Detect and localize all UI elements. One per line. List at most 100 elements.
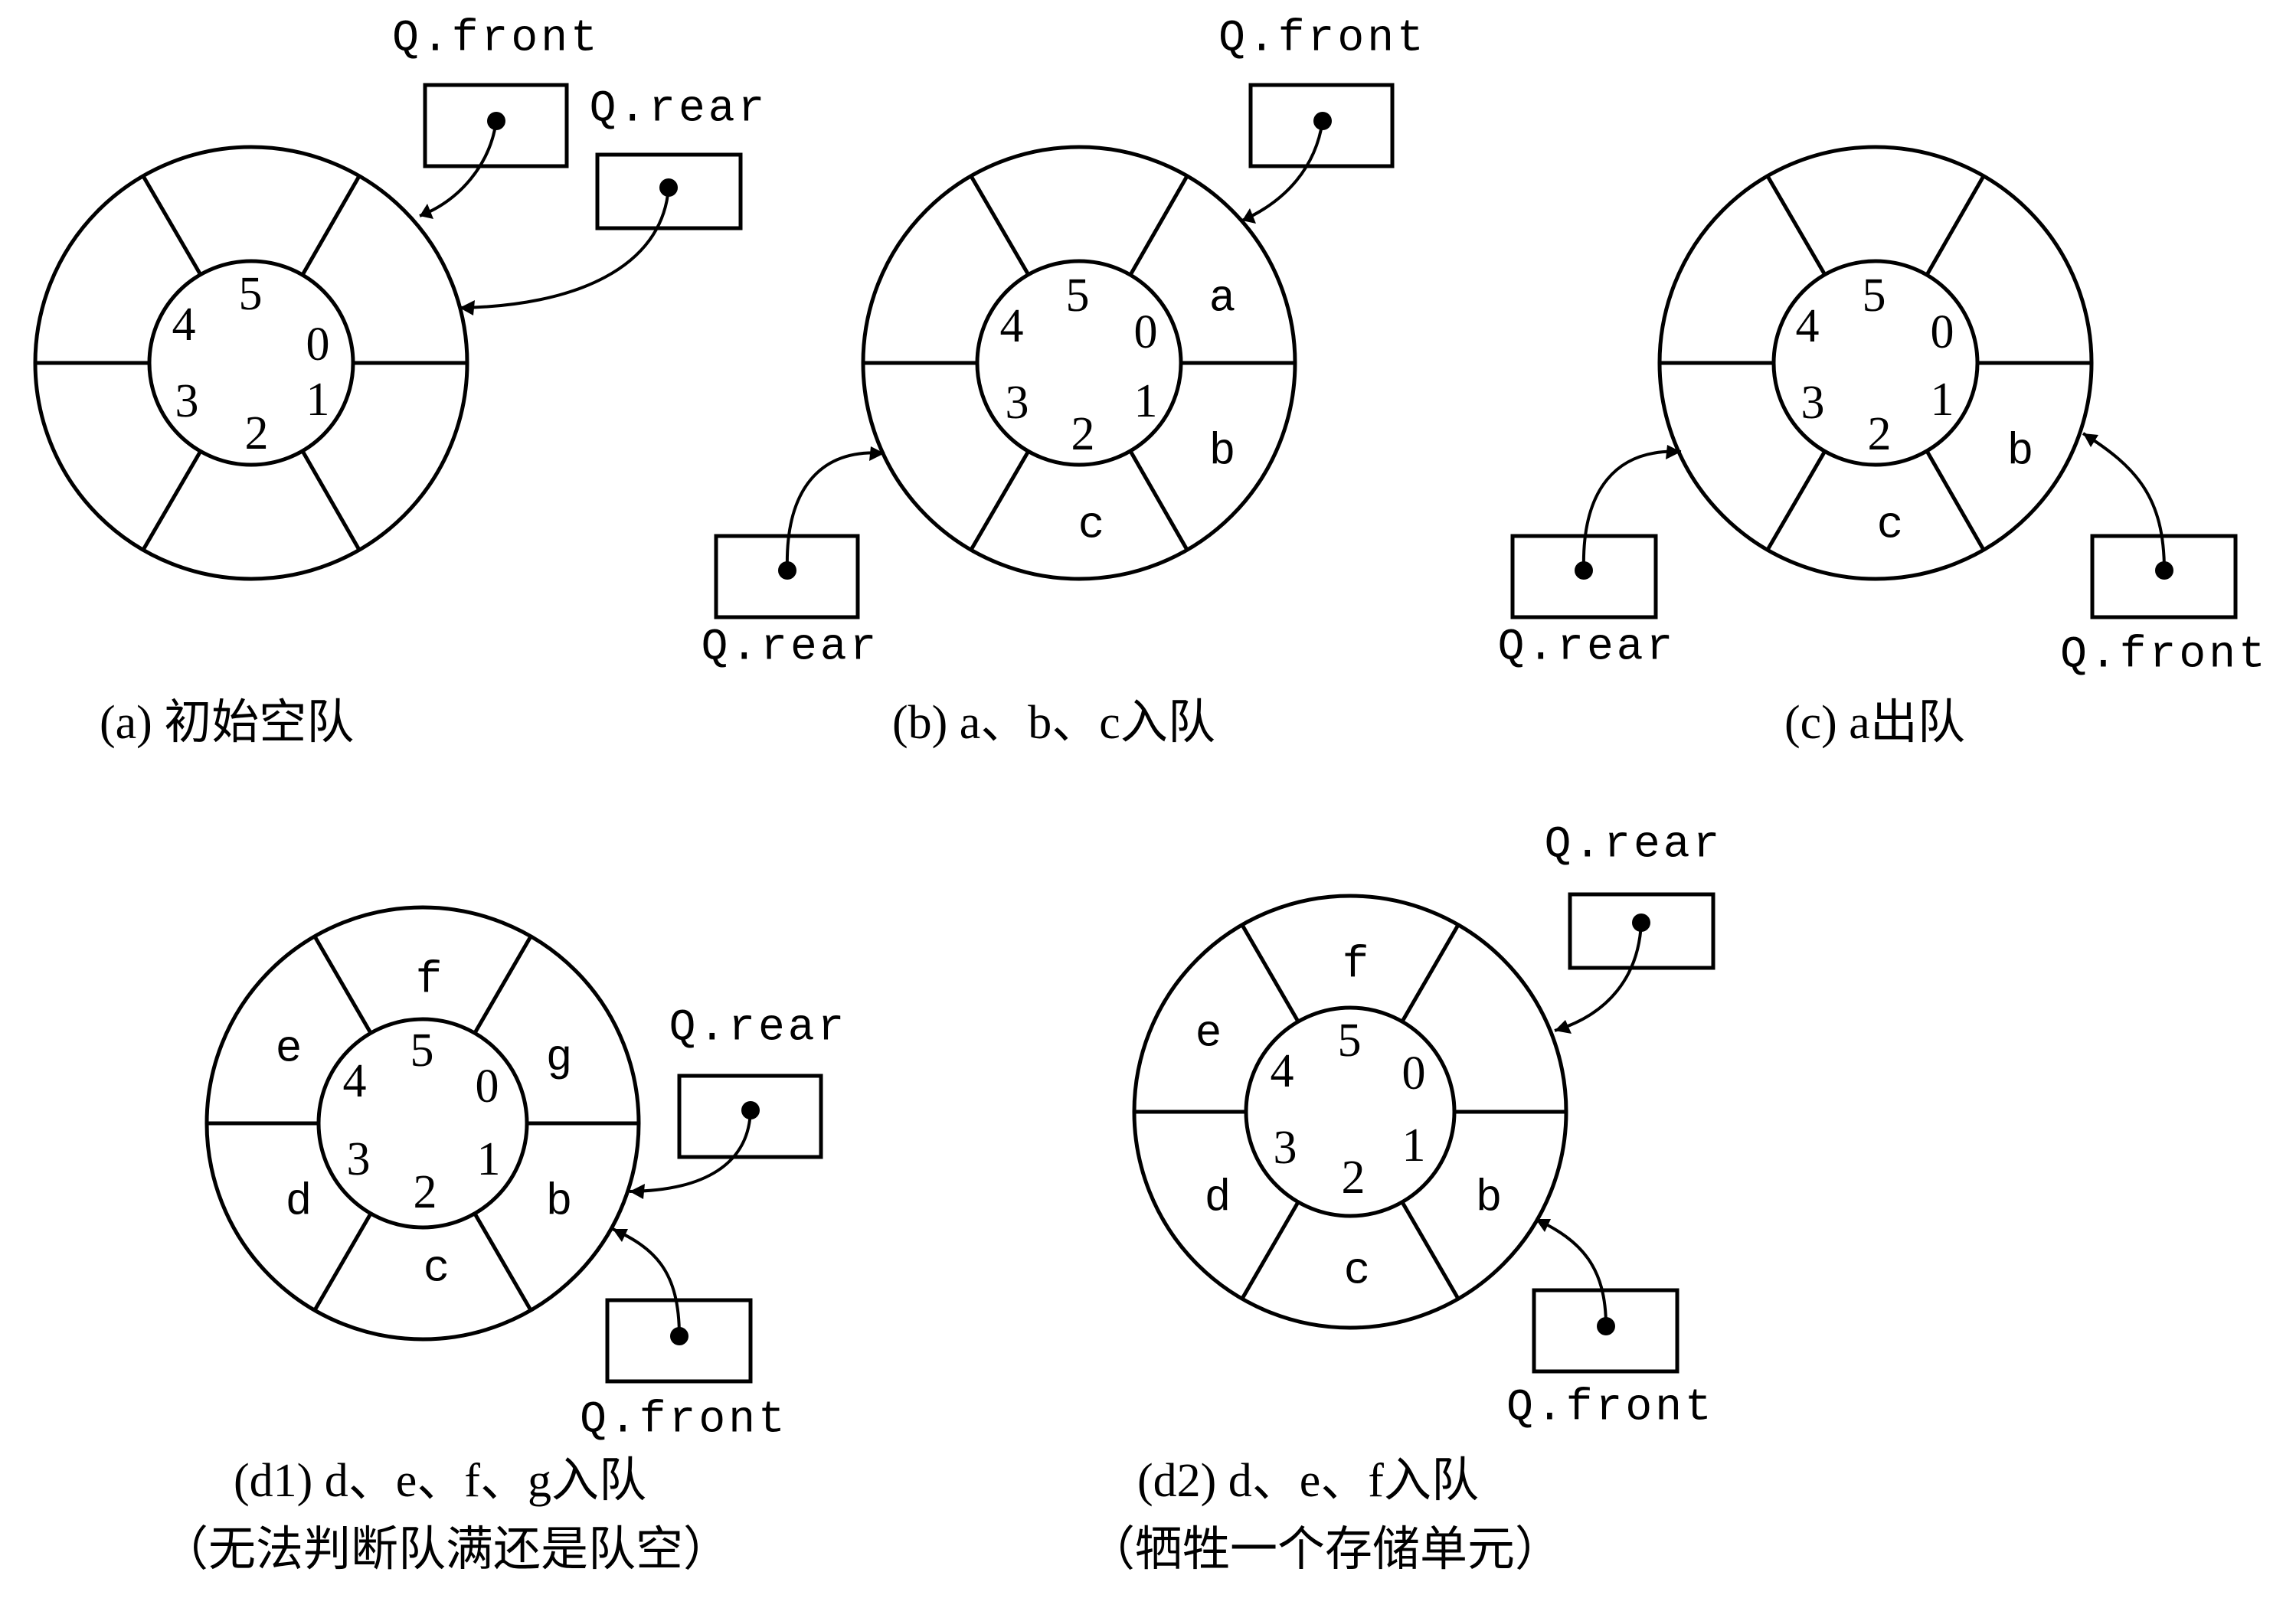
slot-index: 1 <box>1134 375 1158 427</box>
cell-divider <box>1240 1201 1300 1300</box>
slot-index: 5 <box>239 268 263 320</box>
arrow-head <box>460 300 475 315</box>
cell-divider <box>969 449 1031 551</box>
cell-divider <box>1765 175 1827 276</box>
caption: (b) a、b、c入队 <box>892 697 1215 749</box>
front-pointer-box <box>605 1298 753 1384</box>
cell-value: c <box>1877 501 1904 551</box>
cell-value: a <box>1209 274 1236 324</box>
cell-value: b <box>1209 427 1236 477</box>
cell-divider <box>141 175 203 276</box>
cell-divider <box>1925 449 1986 551</box>
slot-index: 2 <box>245 407 269 459</box>
rear-pointer-box <box>677 1074 823 1159</box>
cell-value: g <box>546 1034 573 1083</box>
front-pointer-label: Q.front <box>2060 630 2268 680</box>
slot-index: 0 <box>1134 306 1158 358</box>
caption: (d2) d、e、f入队 <box>1137 1455 1479 1507</box>
cell-divider <box>312 1212 373 1312</box>
slot-index: 2 <box>1868 408 1892 460</box>
front-pointer-label: Q.front <box>1506 1383 1715 1433</box>
slot-index: 3 <box>1006 377 1029 429</box>
cell-divider <box>1240 923 1300 1023</box>
rear-pointer-box <box>1568 892 1715 970</box>
cell-value: b <box>2007 427 2034 477</box>
slot-index: 2 <box>1071 408 1095 460</box>
caption: (a) 初始空队 <box>100 697 354 749</box>
slot-index: 5 <box>410 1025 434 1077</box>
cell-divider <box>1128 449 1189 551</box>
rear-pointer-label: Q.rear <box>702 623 880 672</box>
cell-divider <box>1128 175 1189 276</box>
slot-index: 2 <box>414 1166 437 1218</box>
cell-value: c <box>424 1244 450 1294</box>
caption: （无法判断队满还是队空） <box>161 1524 731 1576</box>
cell-value: d <box>1205 1174 1231 1224</box>
caption: (c) a出队 <box>1784 697 1965 749</box>
diagram-d1: 0 1 2 3 4 5 g b c d e f Q.rear Q.front (… <box>161 905 848 1576</box>
rear-pointer-box <box>595 152 743 230</box>
arrow-head <box>1536 1219 1551 1232</box>
front-pointer-arrow <box>612 1227 681 1337</box>
slot-index: 3 <box>175 375 199 427</box>
cell-divider <box>141 449 203 551</box>
cell-value: b <box>1476 1174 1503 1224</box>
slot-index: 3 <box>347 1133 371 1185</box>
cell-value: c <box>1344 1247 1371 1296</box>
diagram-c: 0 1 2 3 4 5 b c Q.rear Q.front (c) a出队 <box>1498 145 2268 749</box>
cell-divider <box>1400 1201 1460 1300</box>
cell-divider <box>969 175 1031 276</box>
arrow-head <box>1666 445 1681 459</box>
slot-index: 1 <box>306 374 330 426</box>
front-pointer-arrow <box>2082 432 2166 571</box>
caption: (d1) d、e、f、g入队 <box>234 1455 646 1507</box>
cell-divider <box>473 1212 533 1312</box>
cell-divider <box>312 935 373 1034</box>
cell-value: b <box>546 1178 573 1227</box>
rear-pointer-label: Q.rear <box>1498 623 1676 672</box>
caption: （牺牲一个存储单元） <box>1087 1524 1562 1576</box>
slot-index: 4 <box>1000 300 1024 352</box>
rear-pointer-label: Q.rear <box>669 1003 848 1053</box>
cell-divider <box>1765 449 1827 551</box>
rear-pointer-label: Q.rear <box>590 84 768 134</box>
slot-index: 1 <box>1402 1119 1426 1172</box>
front-pointer-arrow <box>419 120 498 217</box>
slot-index: 5 <box>1863 270 1886 322</box>
rear-pointer-arrow <box>1581 449 1682 571</box>
cell-divider <box>1400 923 1460 1023</box>
slot-index: 4 <box>172 299 196 351</box>
cell-value: e <box>276 1025 303 1074</box>
arrow-head <box>869 446 885 461</box>
diagram-b: 0 1 2 3 4 5 a b c Q.front Q.rear (b) a、b… <box>702 14 1427 749</box>
front-pointer-box <box>2090 534 2238 619</box>
cell-divider <box>300 175 361 276</box>
slot-index: 2 <box>1342 1152 1365 1204</box>
rear-pointer-arrow <box>459 187 670 309</box>
rear-pointer-label: Q.rear <box>1545 820 1723 870</box>
diagram-d2: 0 1 2 3 4 5 b c d e f Q.rear Q.front (d2… <box>1087 820 1723 1576</box>
arrow-head <box>1555 1020 1572 1034</box>
slot-index: 4 <box>343 1055 367 1107</box>
front-pointer-label: Q.front <box>1218 14 1427 64</box>
slot-index: 3 <box>1801 377 1825 429</box>
slot-index: 0 <box>306 319 330 371</box>
cell-value: f <box>1343 940 1369 990</box>
rear-pointer-arrow <box>785 451 885 571</box>
arrow-head <box>2083 433 2098 447</box>
cell-value: e <box>1195 1009 1222 1059</box>
rear-pointer-box <box>714 534 860 619</box>
cell-value: c <box>1078 501 1105 551</box>
slot-index: 1 <box>1931 374 1954 426</box>
arrow-head <box>613 1229 628 1242</box>
slot-index: 1 <box>477 1133 501 1185</box>
slot-index: 4 <box>1271 1045 1294 1097</box>
arrow-head <box>420 204 433 219</box>
cell-divider <box>473 935 533 1034</box>
front-pointer-box <box>1532 1288 1679 1374</box>
rear-pointer-arrow <box>1554 922 1643 1032</box>
slot-index: 0 <box>1402 1047 1426 1100</box>
front-pointer-label: Q.front <box>580 1395 788 1445</box>
cell-value: f <box>416 956 443 1005</box>
